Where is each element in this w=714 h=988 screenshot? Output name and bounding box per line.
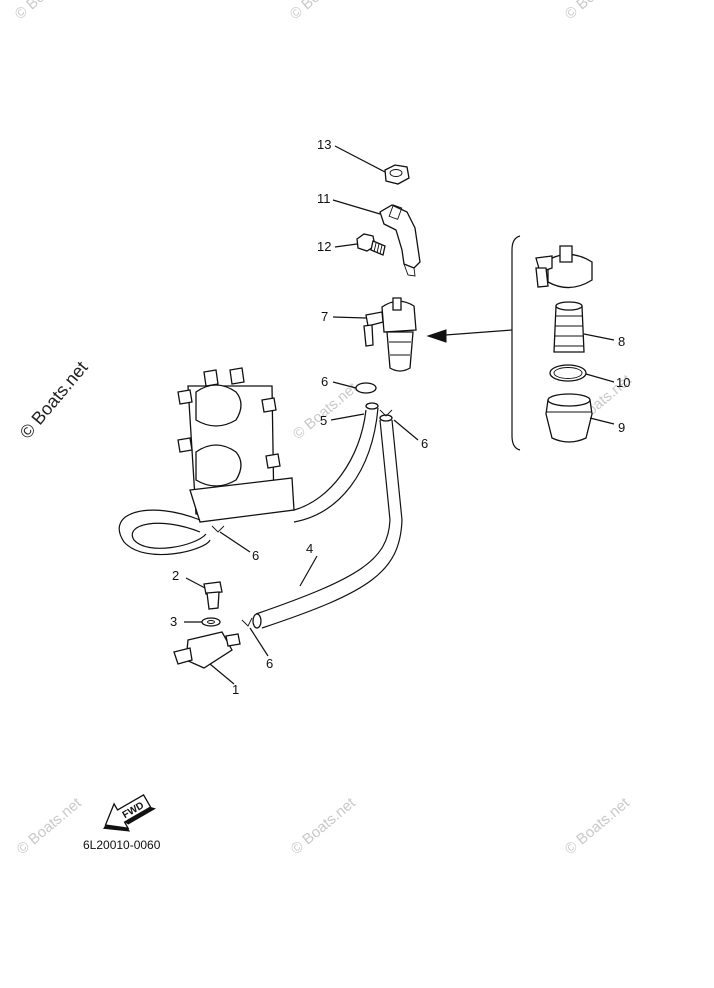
callout-12: 12 bbox=[317, 239, 331, 254]
callout-3: 3 bbox=[170, 614, 177, 629]
watermark-group: © Boats.net © Boats.net © Boats.net © Bo… bbox=[12, 0, 636, 858]
callout-5: 5 bbox=[320, 413, 327, 428]
callout-11: 11 bbox=[317, 191, 331, 206]
drawing-code: 6L20010-0060 bbox=[83, 838, 161, 852]
exploded-filter-head bbox=[535, 245, 593, 289]
callout-9: 9 bbox=[618, 420, 625, 435]
callout-8: 8 bbox=[618, 334, 625, 349]
watermark-bottom-right: © Boats.net bbox=[562, 794, 634, 858]
part-11-bracket bbox=[379, 204, 421, 277]
exploded-view-bracket bbox=[426, 235, 521, 451]
part-8-filter-element bbox=[553, 301, 585, 353]
watermark-side: © Boats.net bbox=[16, 357, 92, 442]
watermark-bottom-left: © Boats.net bbox=[14, 794, 86, 858]
hoses bbox=[118, 402, 403, 629]
watermark-bottom-center: © Boats.net bbox=[288, 794, 360, 858]
watermark-top-left: © Boats.net bbox=[12, 0, 84, 23]
part-13-nut bbox=[384, 164, 410, 185]
callout-6-bottom: 6 bbox=[266, 656, 273, 671]
callout-4: 4 bbox=[306, 541, 313, 556]
callout-leaders bbox=[184, 145, 615, 685]
part-3-washer bbox=[201, 617, 221, 627]
callout-2: 2 bbox=[172, 568, 179, 583]
watermark-top-center: © Boats.net bbox=[287, 0, 359, 23]
fwd-arrow: FWD bbox=[103, 794, 157, 832]
callout-labels: 13 11 12 7 6 5 6 6 4 2 3 6 1 8 10 9 bbox=[170, 137, 630, 697]
part-1-fuel-joint bbox=[173, 631, 241, 669]
watermark-top-right: © Boats.net bbox=[562, 0, 634, 23]
part-9-filter-cup bbox=[545, 393, 593, 443]
part-2-bolt bbox=[203, 581, 223, 610]
carburetor-assembly bbox=[177, 367, 295, 523]
callout-13: 13 bbox=[317, 137, 331, 152]
callout-7: 7 bbox=[321, 309, 328, 324]
part-12-bolt bbox=[356, 233, 386, 256]
callout-6-left: 6 bbox=[252, 548, 259, 563]
callout-1: 1 bbox=[232, 682, 239, 697]
part-7-fuel-filter bbox=[363, 297, 417, 372]
part-10-o-ring bbox=[549, 364, 587, 382]
callout-6-right: 6 bbox=[421, 436, 428, 451]
callout-10: 10 bbox=[616, 375, 630, 390]
callout-6-top: 6 bbox=[321, 374, 328, 389]
